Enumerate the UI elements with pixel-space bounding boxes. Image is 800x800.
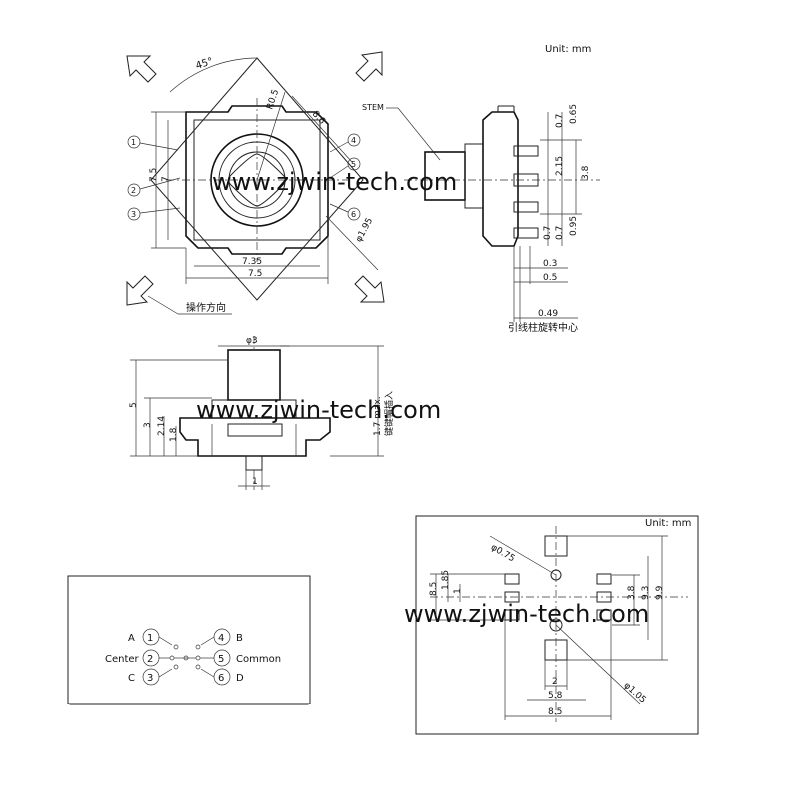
- dim-front-3: 3: [143, 422, 153, 428]
- pin-callout-3: 3: [127, 207, 181, 221]
- svg-text:D: D: [236, 673, 244, 684]
- dim-side-0-49: 0.49: [538, 309, 558, 319]
- svg-text:Common: Common: [236, 654, 281, 665]
- front-stem: [227, 349, 281, 401]
- angle-label: 45°: [194, 56, 214, 72]
- dim-fp-2: 2: [552, 677, 558, 687]
- units-label-bottom: Unit: mm: [645, 518, 691, 529]
- rotated-square-outline: [150, 57, 364, 301]
- svg-text:2: 2: [147, 654, 153, 665]
- dim-phi-0-75: φ0.75: [489, 543, 517, 565]
- watermark-bottom: www.zjwin-tech.com: [404, 600, 649, 628]
- dim-side-0-7-top: 0.7: [555, 114, 565, 128]
- svg-text:2: 2: [131, 186, 136, 195]
- svg-text:5: 5: [351, 160, 356, 169]
- svg-text:C: C: [128, 673, 135, 684]
- watermark-middle: www.zjwin-tech.com: [196, 396, 441, 424]
- pin-callout-4: 4: [329, 133, 361, 153]
- side-view: STEM 0.7 0.65 2.15 3.8 0.7 0.7 0.95: [362, 103, 600, 334]
- dim-fp-8-5-vertical: 8.5: [429, 582, 439, 596]
- dim-phi-1-95: φ1.95: [354, 216, 375, 244]
- watermark-top: www.zjwin-tech.com: [212, 168, 457, 196]
- dim-7-35: 7.35: [242, 257, 262, 267]
- dim-side-0-95: 0.95: [569, 216, 579, 236]
- svg-text:Center: Center: [105, 654, 140, 665]
- circuit-pin-3: C 3: [128, 664, 179, 686]
- circuit-diagram: A 1 Center 2 C 3 4: [66, 575, 312, 720]
- dim-7-5-horizontal: 7.5: [248, 269, 262, 279]
- dim-side-0-3: 0.3: [543, 259, 557, 269]
- circuit-pin-6: 6 D: [195, 664, 244, 686]
- direction-label: 操作方向: [186, 301, 226, 314]
- svg-text:6: 6: [218, 673, 224, 684]
- insert-label: 键键帽插入: [383, 391, 395, 436]
- dim-7-vertical: 7: [161, 176, 171, 182]
- svg-text:6: 6: [351, 210, 356, 219]
- dim-side-0-5: 0.5: [543, 273, 557, 283]
- dim-side-2-15: 2.15: [555, 156, 565, 176]
- front-body: [179, 417, 331, 457]
- circuit-pin-1: A 1: [128, 628, 179, 650]
- dim-front-2-14: 2.14: [157, 416, 167, 436]
- svg-text:1: 1: [131, 138, 136, 147]
- direction-arrow-bottom-left-icon: [126, 275, 154, 306]
- circuit-pin-5: 5 Common: [195, 649, 281, 667]
- svg-text:5: 5: [218, 654, 224, 665]
- circuit-pin-4: 4 B: [195, 628, 243, 650]
- units-label: Unit: mm: [545, 44, 591, 55]
- dim-fp-1-85: 1.85: [441, 570, 451, 590]
- dim-fp-9-3: 9.3: [641, 586, 651, 600]
- front-view: φ3 5 3 2.14 1.8 1 1.7 max. 键键帽插入: [129, 336, 395, 490]
- top-view: 45° R0.5 8.6 7.5 7 7.35 7.5 φ1.95 1 2: [126, 51, 385, 315]
- svg-text:1: 1: [147, 633, 153, 644]
- svg-text:B: B: [236, 633, 243, 644]
- svg-text:3: 3: [147, 673, 153, 684]
- dim-side-0-7-bottom-b: 0.7: [555, 226, 565, 240]
- stem-label: STEM: [362, 103, 384, 112]
- dim-fp-9-9: 9.9: [655, 585, 665, 600]
- svg-text:4: 4: [218, 633, 224, 644]
- footprint-frame: [415, 515, 699, 735]
- dim-front-1: 1: [252, 477, 258, 487]
- dim-side-0-65: 0.65: [569, 104, 579, 124]
- direction-arrow-top-right-icon: [355, 51, 383, 82]
- dim-fp-5-8: 5.8: [548, 691, 563, 701]
- svg-text:3: 3: [131, 210, 136, 219]
- pin-callout-2: 2: [127, 177, 181, 197]
- dim-phi-3: φ3: [246, 336, 258, 346]
- dim-side-0-7-bottom-a: 0.7: [543, 226, 553, 240]
- circuit-pin-2: Center 2: [105, 649, 175, 667]
- direction-arrow-top-left-icon: [126, 55, 157, 83]
- dim-front-1-8: 1.8: [169, 427, 179, 442]
- dim-phi-1-05: φ1.05: [622, 681, 648, 706]
- center-label: 引线柱旋转中心: [508, 321, 578, 334]
- dim-r05: R0.5: [265, 88, 281, 111]
- svg-text:A: A: [128, 633, 135, 644]
- pin-callout-5: 5: [329, 157, 361, 179]
- dim-front-5: 5: [129, 402, 139, 408]
- direction-arrow-bottom-right-icon: [354, 275, 385, 303]
- pin-callout-6: 6: [329, 203, 361, 221]
- dim-fp-3-8: 3.8: [627, 585, 637, 600]
- pin-callout-1: 1: [127, 135, 179, 151]
- svg-text:4: 4: [351, 136, 356, 145]
- dim-7-5-vertical: 7.5: [149, 168, 159, 182]
- circuit-frame: [67, 575, 311, 705]
- dim-fp-8-5-horizontal: 8.5: [548, 707, 562, 717]
- dim-side-3-8: 3.8: [581, 165, 591, 180]
- side-body: [482, 111, 519, 247]
- dim-front-max: 1.7 max.: [373, 396, 383, 436]
- dim-fp-1: 1: [453, 588, 463, 594]
